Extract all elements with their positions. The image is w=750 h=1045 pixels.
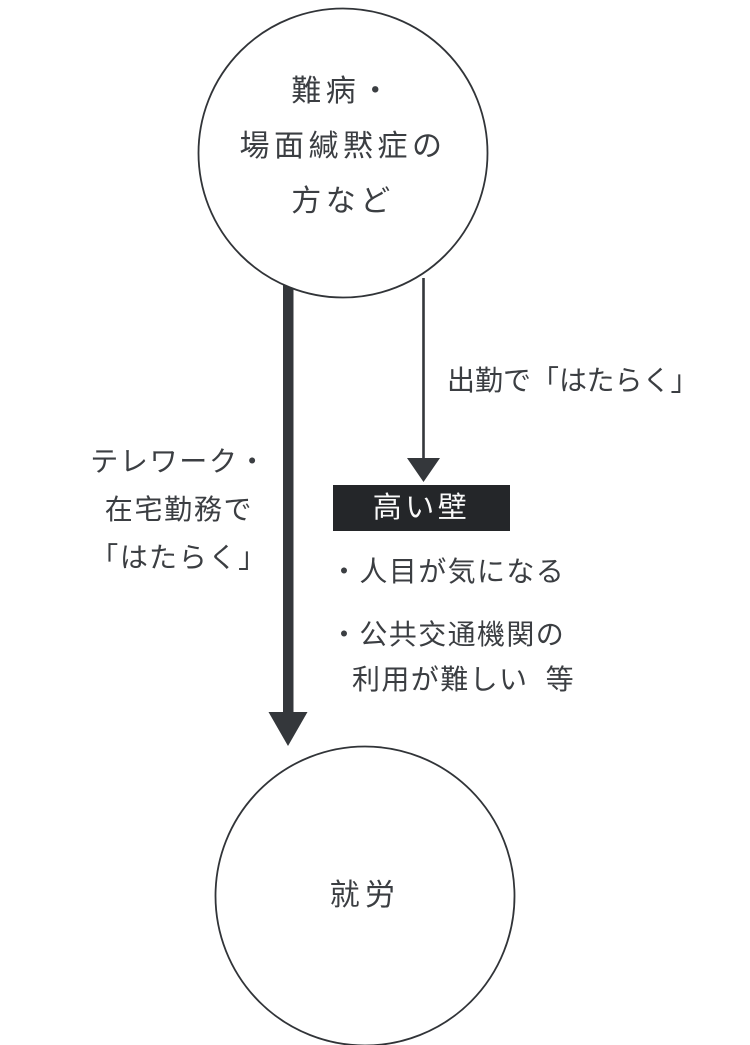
bottom-circle-shape (214, 745, 516, 1045)
top-circle-label-line1: 難病・ (291, 75, 395, 108)
top-circle-shape (197, 7, 489, 299)
commute-arrow-shaft (422, 278, 425, 460)
top-circle-label-line3: 方など (291, 185, 395, 218)
barrier-item-2: ・公共交通機関の (330, 619, 566, 650)
telework-arrow-shaft (283, 282, 294, 713)
telework-arrow-label-line2: 在宅勤務で (104, 494, 254, 525)
barrier-title-box: 高い壁 (333, 485, 510, 531)
commute-arrow-head (407, 458, 440, 482)
telework-arrow-label: テレワーク・ 在宅勤務で 「はたらく」 (44, 438, 314, 582)
commute-arrow-label: 出勤で「はたらく」 (447, 365, 699, 396)
top-circle-label-line2: 場面緘黙症の (239, 130, 447, 163)
top-circle-label: 難病・ 場面緘黙症の 方など (183, 64, 503, 229)
barrier-item-1: ・人目が気になる (330, 556, 566, 587)
bottom-circle-label: 就労 (329, 879, 401, 912)
telework-arrow-label-line1: テレワーク・ (90, 446, 268, 477)
telework-arrow-label-line3: 「はたらく」 (90, 542, 268, 573)
barrier-item-3: 利用が難しい 等 (352, 664, 575, 695)
commute-down-arrow-icon (407, 278, 440, 482)
telework-down-arrow-icon (268, 282, 308, 746)
telework-arrow-head (268, 712, 308, 746)
barrier-title: 高い壁 (372, 492, 471, 524)
